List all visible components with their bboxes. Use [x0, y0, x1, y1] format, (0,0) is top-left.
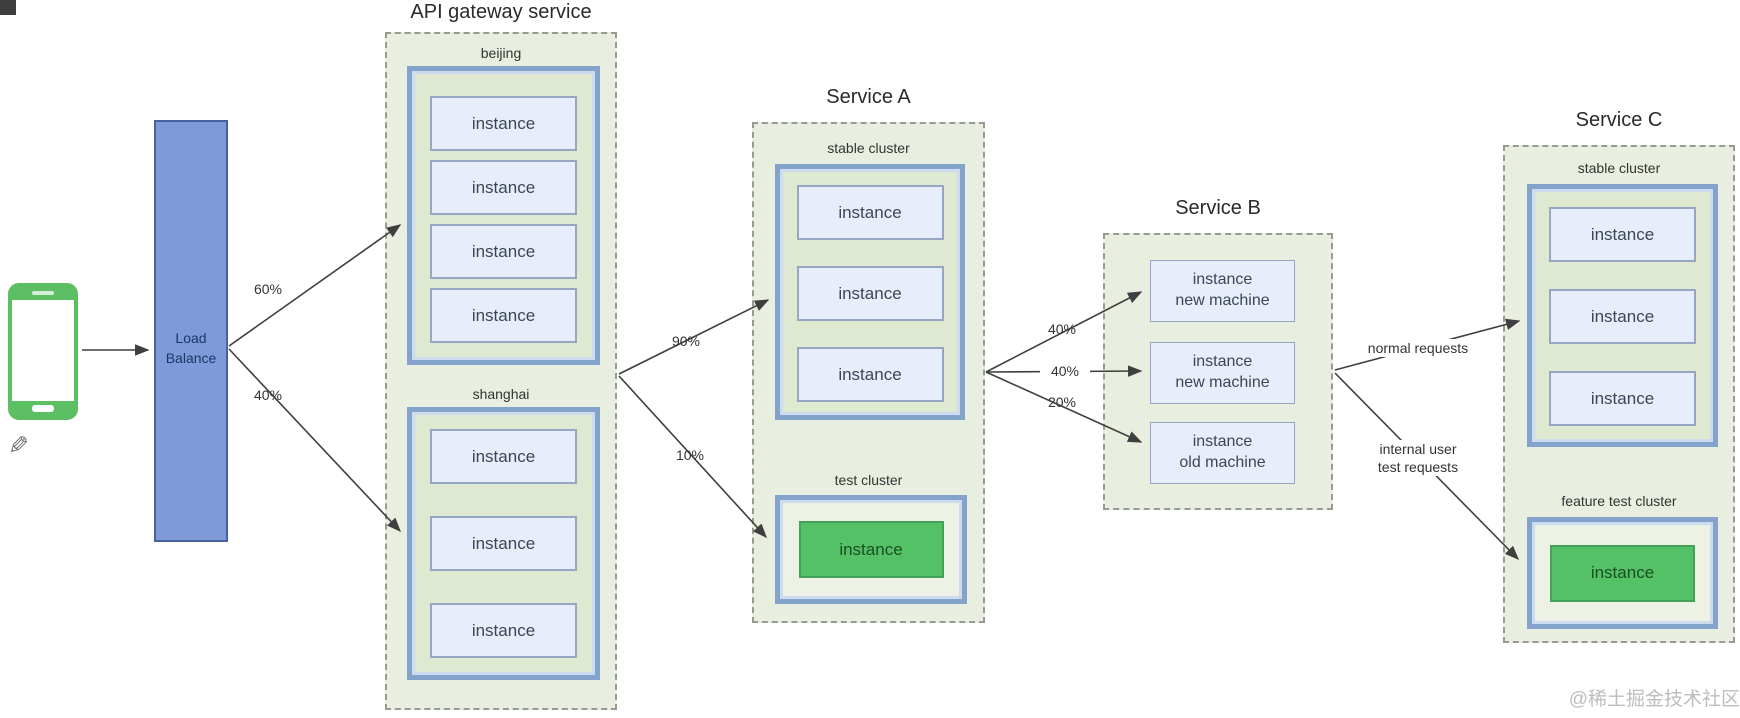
load-balancer-label-line2: Balance	[165, 350, 217, 366]
shanghai-cluster: instance instance instance	[407, 407, 600, 680]
instance-box: instance	[796, 347, 944, 402]
edge-lb-to-shanghai	[228, 348, 401, 533]
service-a-stable-cluster: instance instance instance	[775, 164, 965, 420]
instance-box: instance	[430, 96, 577, 151]
edge-label-20pct: 20%	[1047, 394, 1077, 410]
machine-label: old machine	[1179, 454, 1266, 471]
edge-label-40pct: 40%	[253, 387, 283, 403]
edge-label-line2: test requests	[1377, 459, 1459, 476]
service-a-test-cluster: instance	[775, 495, 967, 604]
service-c-feature-test-cluster: instance	[1527, 517, 1718, 629]
instance-box: instance	[796, 185, 944, 240]
instance-label: instance	[1192, 353, 1253, 371]
load-balancer-node: Load Balance	[154, 120, 228, 542]
instance-old-machine-box: instance old machine	[1150, 422, 1295, 484]
service-c-test-cluster-label: feature test cluster	[1561, 493, 1677, 509]
service-a-container: stable cluster instance instance instanc…	[752, 122, 985, 623]
instance-box: instance	[430, 429, 577, 484]
machine-label: new machine	[1175, 292, 1270, 309]
instance-box: instance	[1549, 289, 1696, 344]
instance-box: instance	[430, 288, 577, 343]
instance-label: instance	[1192, 433, 1253, 451]
edge-label-internal-user-test-requests: internal user test requests	[1356, 440, 1480, 477]
service-a-stable-cluster-label: stable cluster	[827, 140, 910, 156]
corner-artifact	[0, 0, 16, 15]
api-gateway-title: API gateway service	[410, 1, 592, 23]
instance-box: instance	[430, 516, 577, 571]
service-a-test-cluster-label: test cluster	[834, 472, 903, 488]
instance-label: instance	[1192, 271, 1253, 289]
edge-label-10pct: 10%	[675, 447, 705, 463]
beijing-cluster: instance instance instance instance	[407, 66, 600, 365]
service-c-title: Service C	[1575, 109, 1663, 131]
instance-new-machine-box: instance new machine	[1150, 260, 1295, 322]
test-instance-box: instance	[1550, 544, 1695, 602]
instance-new-machine-box: instance new machine	[1150, 342, 1295, 404]
instance-box: instance	[430, 224, 577, 279]
phone-bottom-bar	[12, 401, 74, 416]
machine-label: new machine	[1175, 374, 1270, 391]
edge-label-40pct: 40%	[1040, 362, 1090, 381]
edge-label-line1: internal user	[1379, 441, 1457, 457]
shanghai-cluster-label: shanghai	[472, 386, 530, 402]
edge-label-normal-requests: normal requests	[1352, 339, 1484, 358]
instance-box: instance	[1549, 207, 1696, 262]
beijing-cluster-label: beijing	[480, 45, 522, 61]
edge-label-60pct: 60%	[253, 281, 283, 297]
instance-box: instance	[796, 266, 944, 321]
edge-label-90pct: 90%	[671, 333, 701, 349]
test-instance-box: instance	[798, 521, 944, 578]
smartphone-icon	[8, 283, 78, 420]
load-balancer-label-line1: Load	[175, 329, 207, 346]
service-c-container: stable cluster instance instance instanc…	[1503, 145, 1735, 643]
service-c-stable-cluster: instance instance instance	[1527, 184, 1718, 447]
phone-speaker-slot	[32, 291, 54, 295]
instance-box: instance	[430, 160, 577, 215]
instance-box: instance	[430, 603, 577, 658]
phone-top-bar	[12, 287, 74, 300]
service-b-container: instance new machine instance new machin…	[1103, 233, 1333, 510]
service-c-stable-cluster-label: stable cluster	[1577, 160, 1661, 176]
edge-label-40pct: 40%	[1047, 321, 1077, 337]
api-gateway-container: beijing instance instance instance insta…	[385, 32, 617, 710]
phone-home-button	[32, 405, 54, 412]
service-a-title: Service A	[826, 86, 911, 108]
pencil-icon: ✎	[8, 432, 29, 460]
watermark: @稀土掘金技术社区	[1568, 689, 1740, 710]
service-b-title: Service B	[1175, 197, 1261, 219]
instance-box: instance	[1549, 371, 1696, 426]
